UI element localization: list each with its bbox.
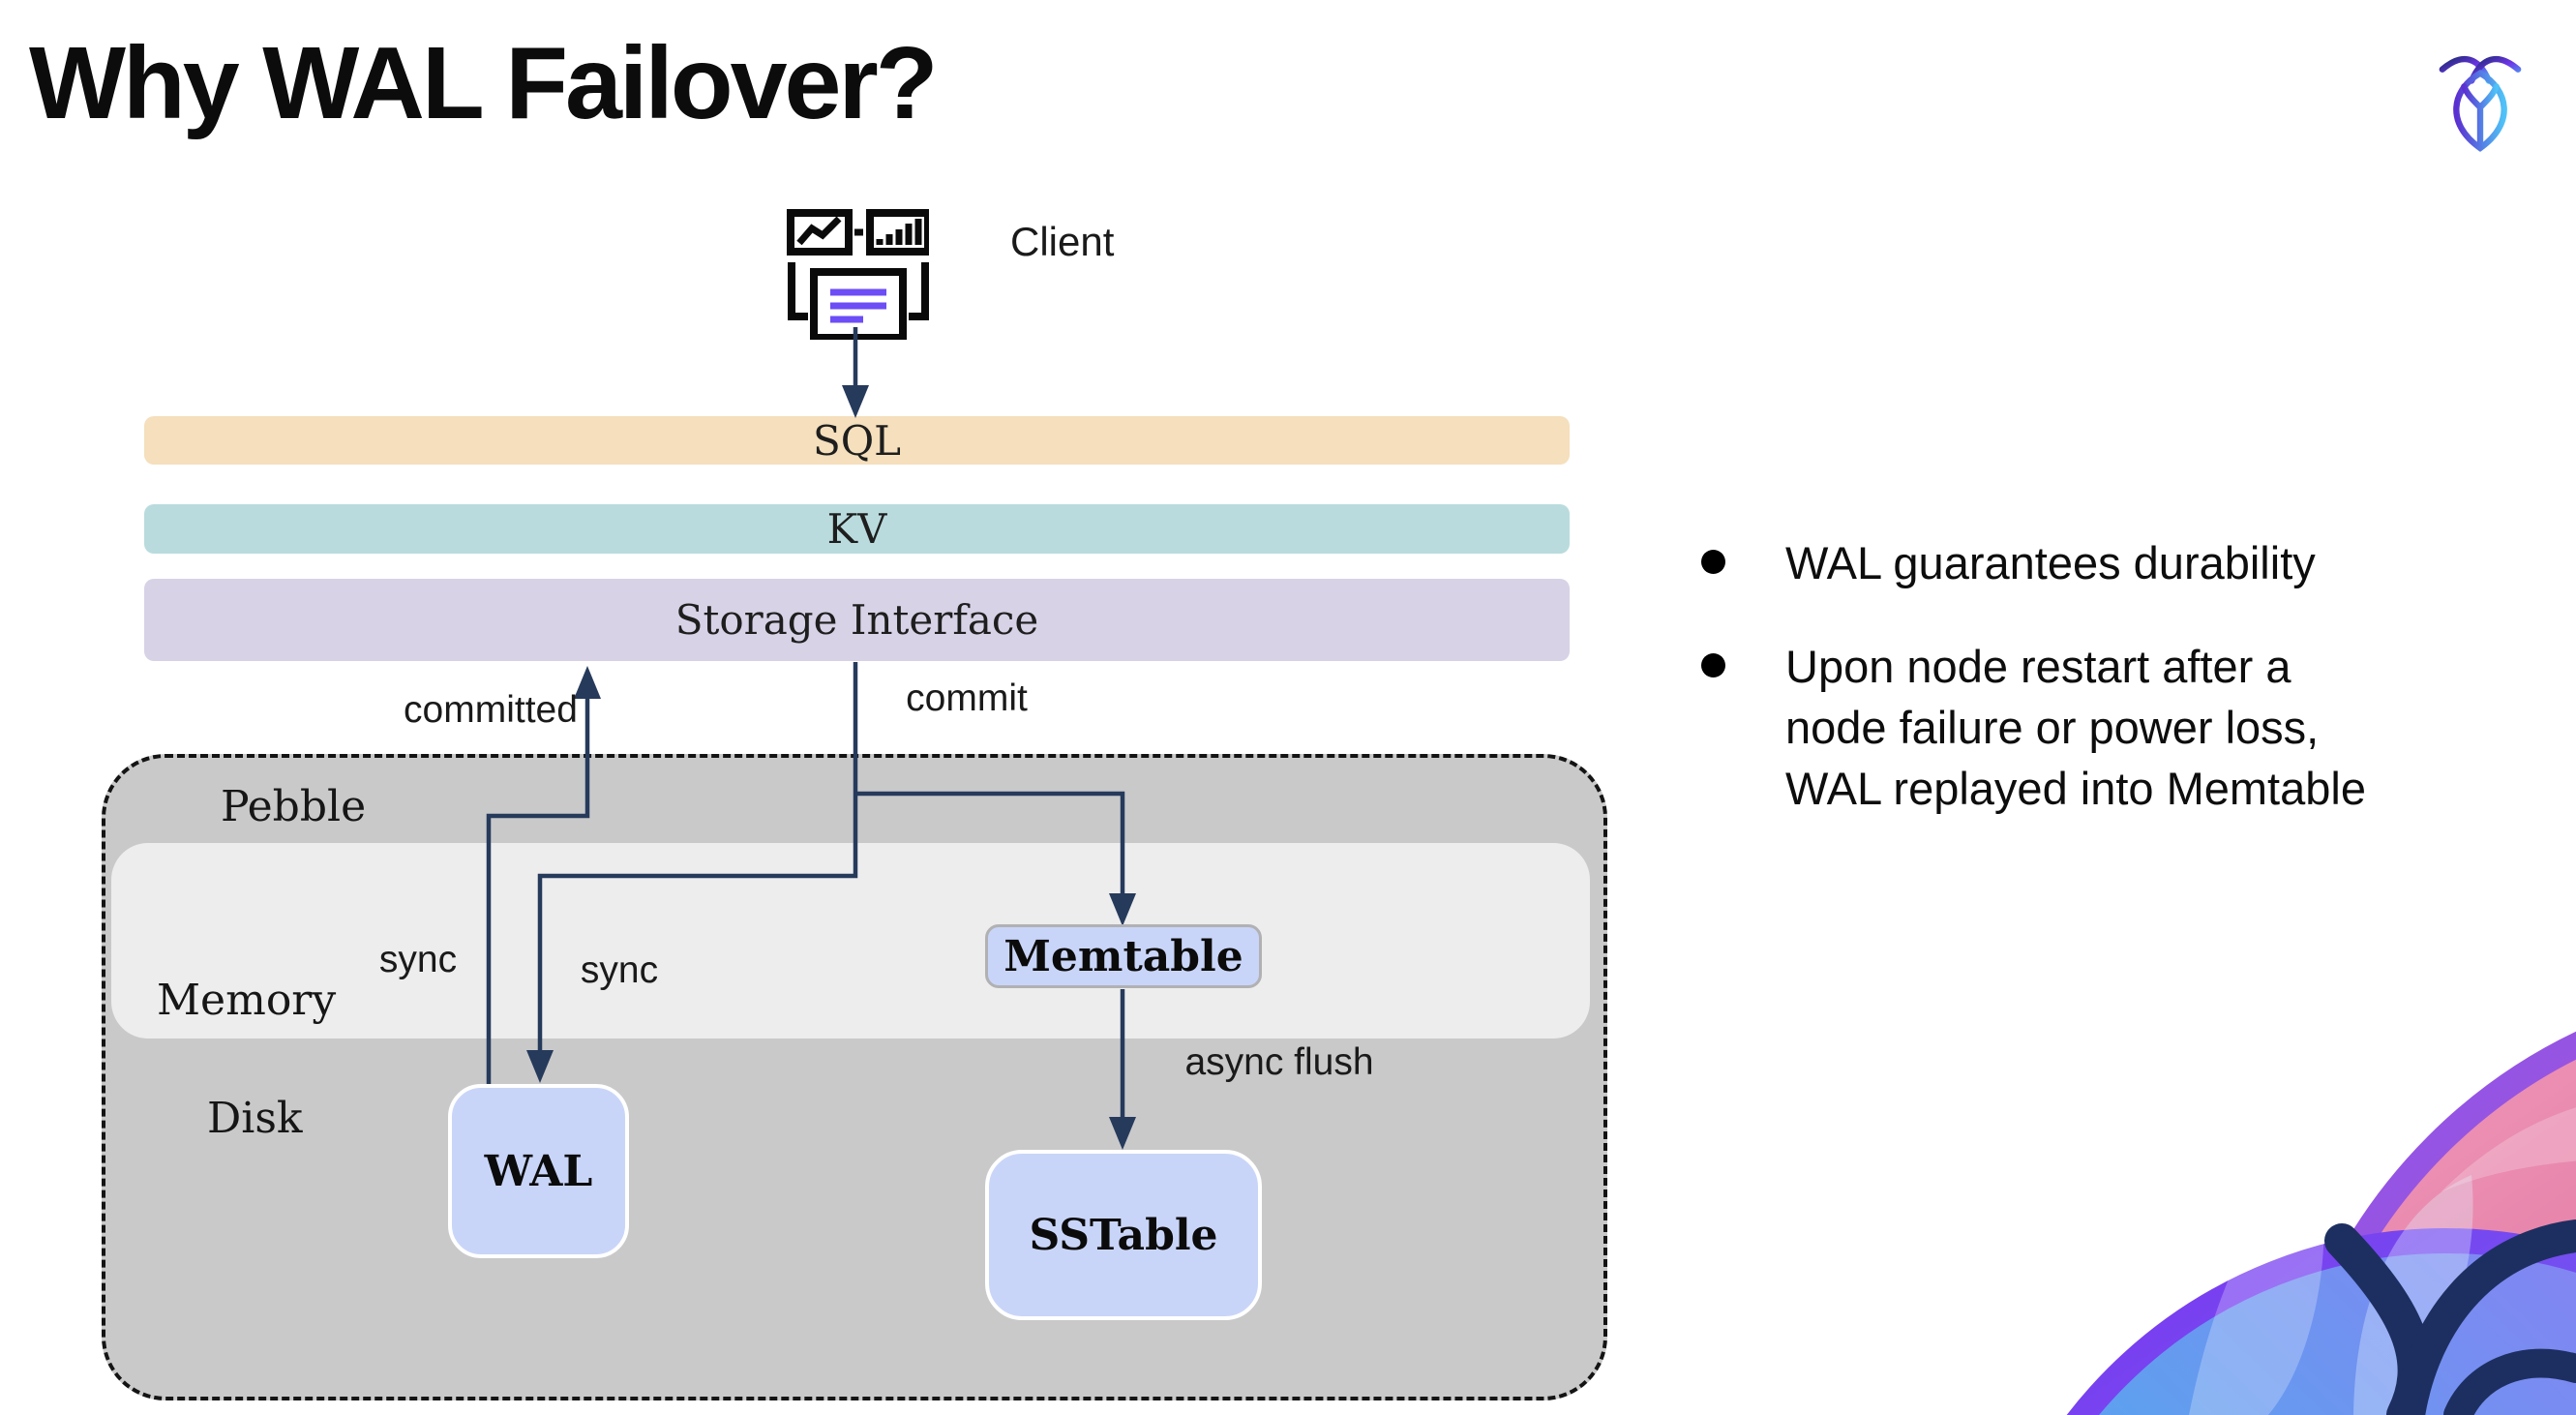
layer-label-kv: KV: [826, 505, 887, 553]
bullet-list: WAL guarantees durability Upon node rest…: [1701, 532, 2514, 819]
wal-node-label: WAL: [484, 1146, 593, 1196]
line-chart-icon: [787, 209, 853, 256]
logo-vein-y: [2461, 83, 2500, 147]
client-app-icon: [787, 209, 929, 340]
layer-label-storage-interface: Storage Interface: [674, 596, 1039, 644]
bullet-line: WAL replayed into Memtable: [1785, 763, 2366, 814]
teal-petal-left: [2189, 1154, 2324, 1415]
arrowhead-down-sql: [842, 385, 869, 418]
bracket-left-icon: [788, 262, 808, 320]
bar-chart-icon: [866, 209, 929, 256]
bracket-right-icon: [909, 262, 929, 320]
edge-label-committed: committed: [404, 689, 578, 731]
memory-label: Memory: [157, 976, 337, 1025]
list-item: WAL guarantees durability: [1701, 532, 2514, 593]
logo-body: [2453, 69, 2507, 152]
teal-petal-right: [2353, 1175, 2473, 1415]
corner-brand-art: [2066, 1032, 2576, 1415]
list-item: Upon node restart after a node failure o…: [1701, 636, 2514, 819]
edge-label-sync-left: sync: [378, 939, 458, 980]
memtable-node: Memtable: [985, 924, 1262, 988]
bullet-dot-icon: [1701, 653, 1725, 677]
pink-highlight: [2441, 1107, 2576, 1192]
sstable-node: SSTable: [985, 1150, 1262, 1320]
layer-label-sql: SQL: [812, 416, 902, 465]
page-title: Why WAL Failover?: [29, 26, 938, 140]
edge-label-commit: commit: [906, 677, 1028, 719]
bullet-text: WAL guarantees durability: [1785, 532, 2316, 593]
cockroachdb-logo-icon: [2439, 56, 2522, 152]
wal-node: WAL: [448, 1084, 629, 1258]
memtable-node-label: Memtable: [1003, 931, 1243, 981]
pebble-label: Pebble: [221, 782, 367, 831]
bullet-line: Upon node restart after a: [1785, 641, 2291, 692]
dark-vein-2: [2392, 1219, 2576, 1415]
bullet-text: Upon node restart after a node failure o…: [1785, 636, 2366, 819]
bullet-line: node failure or power loss,: [1785, 702, 2320, 753]
layer-bar-sql: SQL: [144, 416, 1570, 465]
bullet-line: WAL guarantees durability: [1785, 537, 2316, 588]
arrowhead-up-storage: [574, 666, 601, 699]
dark-vein-3: [2443, 1348, 2576, 1415]
layer-bar-storage-interface: Storage Interface: [144, 579, 1570, 661]
client-label: Client: [1010, 219, 1115, 264]
bullet-dot-icon: [1701, 550, 1725, 574]
edge-label-async-flush: async flush: [1184, 1041, 1374, 1083]
disk-label: Disk: [207, 1094, 303, 1143]
edge-label-sync-right: sync: [580, 949, 659, 991]
layer-bar-kv: KV: [144, 504, 1570, 554]
sstable-node-label: SSTable: [1029, 1210, 1218, 1260]
